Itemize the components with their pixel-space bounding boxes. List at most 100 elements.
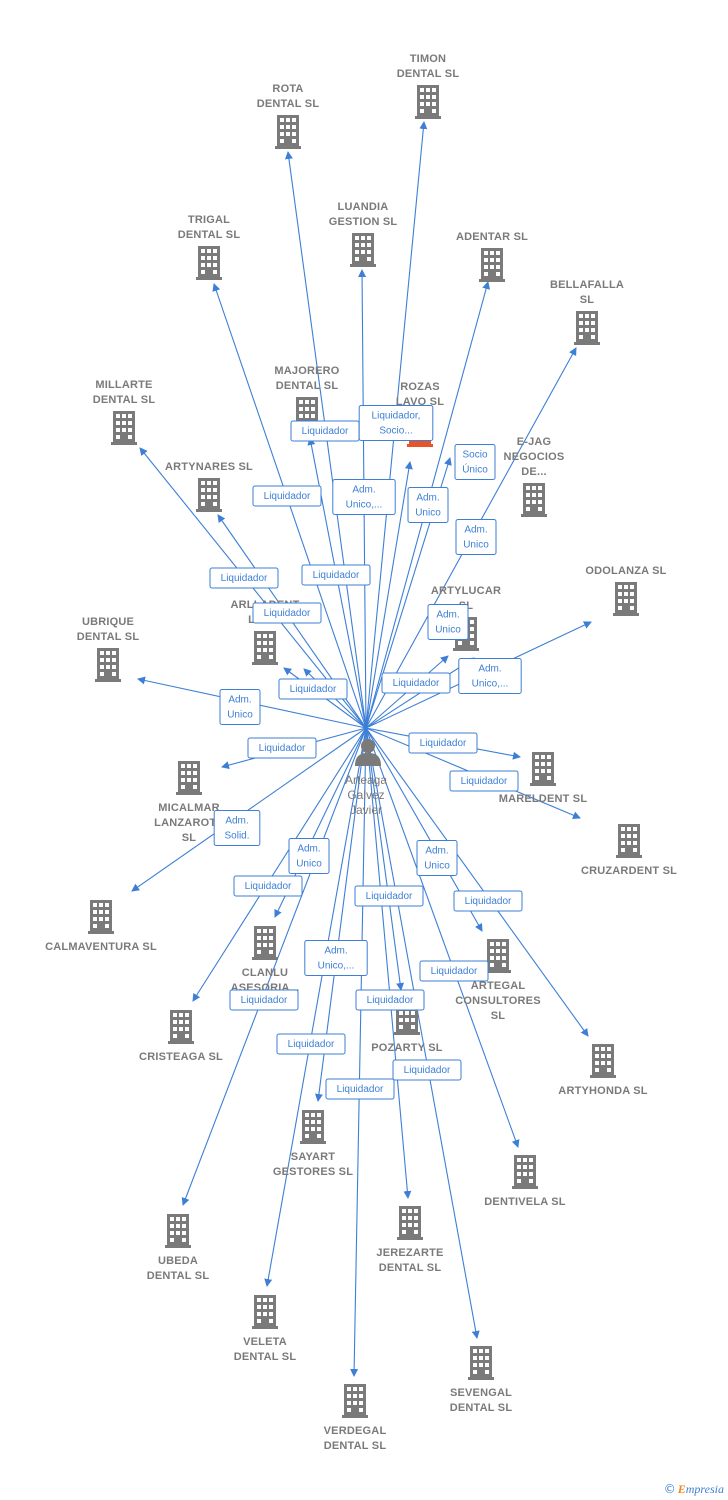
edge-label-box	[416, 840, 458, 876]
edge-label-luandia[interactable]: Adm.Unico,...	[332, 479, 396, 515]
building-icon	[176, 761, 202, 795]
node-dentivela[interactable]: DENTIVELA SL	[484, 1155, 566, 1208]
edge-label-trigal[interactable]: Liquidador	[209, 567, 279, 589]
building-icon	[168, 1010, 194, 1044]
edge-label-text: Unico,...	[318, 961, 355, 972]
person-icon	[355, 739, 381, 766]
edge-label-sevengal[interactable]: Liquidador	[392, 1059, 462, 1081]
edge-label-odolanza[interactable]: Adm.Unico,...	[458, 658, 522, 694]
edge-label-box	[325, 1078, 395, 1100]
building-icon	[613, 582, 639, 616]
edge-label-box	[355, 989, 425, 1011]
node-label: UBEDA	[158, 1255, 198, 1267]
edge-label-text: Socio	[462, 450, 487, 461]
edge-label-artegal[interactable]: Adm.Unico	[416, 840, 458, 876]
edge-label-text: Adm.	[324, 946, 347, 957]
node-label: VERDEGAL	[324, 1425, 387, 1437]
node-odolanza[interactable]: ODOLANZA SL	[585, 565, 666, 616]
edge-label-adentar[interactable]: Adm.Unico	[407, 487, 449, 523]
node-pozarty[interactable]: POZARTY SL	[371, 1001, 443, 1054]
brand-name: mpresia	[685, 1482, 724, 1496]
node-label: DENTAL SL	[324, 1440, 387, 1452]
edge-label-text: Liquidador	[366, 891, 413, 902]
node-label: DENTAL SL	[379, 1262, 442, 1274]
node-ejag[interactable]: E-JAGNEGOCIOSDE...	[504, 436, 565, 517]
edge-label-text: Adm.	[225, 816, 248, 827]
edge-label-artyhonda[interactable]: Liquidador	[419, 960, 489, 982]
edge-label-veleta[interactable]: Liquidador	[276, 1033, 346, 1055]
edge-label-millarte[interactable]: Liquidador	[301, 564, 371, 586]
edge-label-box	[233, 875, 303, 897]
node-cristeaga[interactable]: CRISTEAGA SL	[139, 1010, 223, 1063]
node-cruzardent[interactable]: CRUZARDENT SL	[581, 824, 677, 877]
edge-label-text: Adm.	[416, 493, 439, 504]
node-adentar[interactable]: ADENTAR SL	[456, 231, 528, 282]
building-icon	[530, 752, 556, 786]
building-icon	[574, 311, 600, 345]
edge-label-sayart[interactable]: Adm. Unico,...	[304, 940, 368, 976]
edge-label-calmaventura[interactable]: Adm.Solid.	[213, 810, 261, 846]
edge-label-pozarty[interactable]: Liquidador	[355, 989, 425, 1011]
edge-to-cristeaga	[192, 727, 367, 1002]
node-verdegal[interactable]: VERDEGAL DENTAL SL	[324, 1384, 387, 1452]
edge-label-dentivela[interactable]: Liquidador	[453, 890, 523, 912]
edge-label-cristeaga[interactable]: Liquidador	[233, 875, 303, 897]
edge-label-text: Liquidador	[393, 678, 440, 689]
edge-label-artylucar[interactable]: Adm.Unico	[427, 604, 469, 640]
edge-label-bellafalla[interactable]: Adm.Unico	[455, 519, 497, 555]
edge-label-mareldent[interactable]: Liquidador	[449, 770, 519, 792]
edge-label-arlladent[interactable]: Liquidador	[278, 678, 348, 700]
edge-label-jerezarte[interactable]: Liquidador	[354, 885, 424, 907]
node-mareldent[interactable]: MARELDENT SL	[499, 752, 588, 805]
node-label: ODOLANZA SL	[585, 565, 666, 577]
edge-label-rozas[interactable]: Liquidador,Socio...	[358, 405, 434, 441]
edge-label-text: Liquidador	[431, 966, 478, 977]
edge-to-calmaventura	[131, 727, 367, 892]
edge-label-artylucar[interactable]: Liquidador	[381, 672, 451, 694]
building-icon	[479, 248, 505, 282]
edge-label-ubeda[interactable]: Liquidador	[229, 989, 299, 1011]
edge-label-majorero[interactable]: Liquidador	[290, 420, 360, 442]
building-icon	[300, 1110, 326, 1144]
edge-label-verdegal[interactable]: Liquidador	[325, 1078, 395, 1100]
node-label: BELLAFALLA	[550, 279, 624, 291]
building-icon	[616, 824, 642, 858]
edge-label-box	[252, 602, 322, 624]
node-jerezarte[interactable]: JEREZARTE DENTAL SL	[376, 1206, 443, 1274]
node-artyhonda[interactable]: ARTYHONDA SL	[558, 1044, 648, 1097]
node-label: E-JAG	[517, 436, 552, 448]
node-calmaventura[interactable]: CALMAVENTURA SL	[45, 900, 157, 953]
edge-label-rota[interactable]: Liquidador	[252, 485, 322, 507]
node-label: JEREZARTE	[376, 1247, 443, 1259]
edge-label-micalmar[interactable]: Liquidador	[247, 737, 317, 759]
edge-label-box	[455, 519, 497, 555]
edge-label-ubrique[interactable]: Adm.Unico	[219, 689, 261, 725]
node-clanlu[interactable]: CLANLUASESORIA...	[231, 926, 300, 994]
node-artynares[interactable]: ARTYNARES SL	[165, 461, 253, 512]
node-label: DENTAL SL	[77, 631, 140, 643]
edge-label-text: Liquidador	[420, 738, 467, 749]
node-label: DENTAL SL	[397, 68, 460, 80]
edge-label-box	[427, 604, 469, 640]
building-icon	[95, 648, 121, 682]
edge-label-cruzardent[interactable]: Liquidador	[408, 732, 478, 754]
edge-label-artynares[interactable]: Liquidador	[252, 602, 322, 624]
center-person[interactable]: Arteaga Galvez Javier	[345, 739, 387, 817]
edge-label-clanlu[interactable]: Adm.Unico	[288, 838, 330, 874]
